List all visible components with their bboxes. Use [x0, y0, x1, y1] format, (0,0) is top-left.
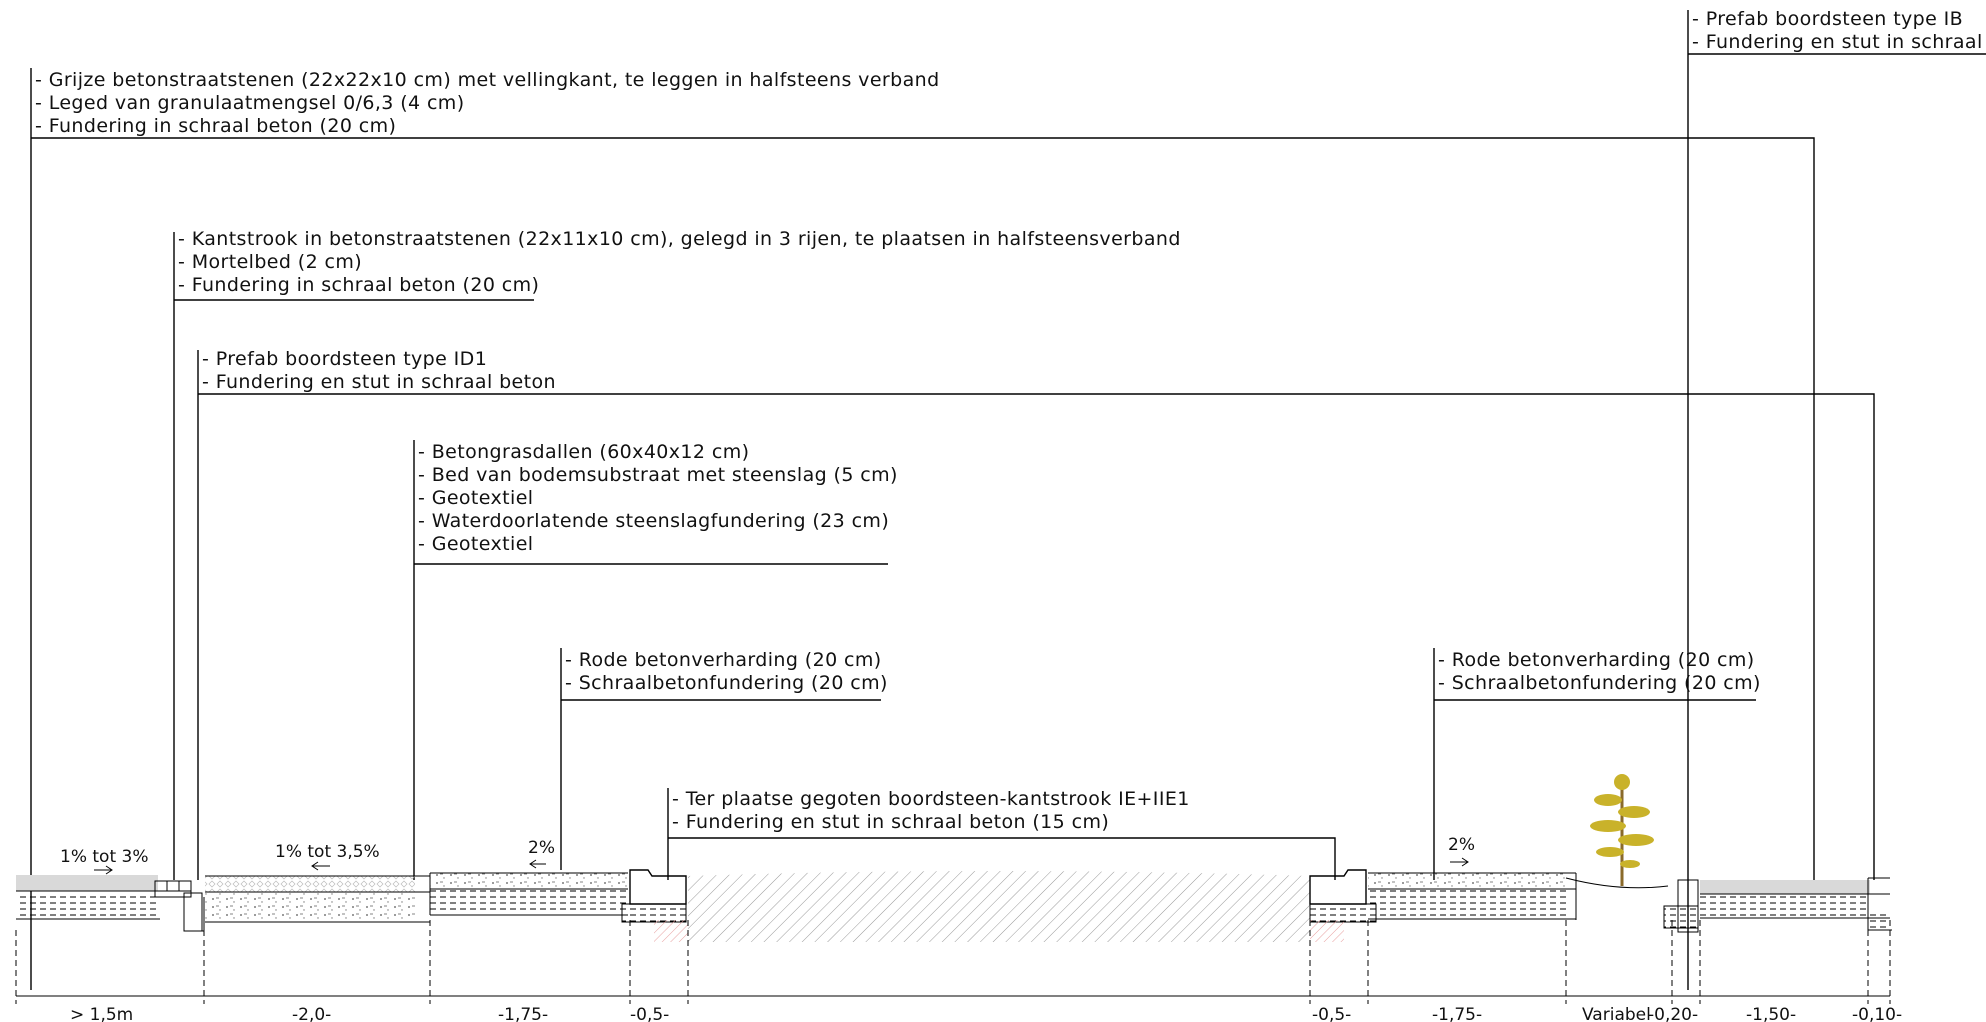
annotation-line: - Rode betonverharding (20 cm)	[1438, 649, 1755, 671]
slope-label: 1% tot 3,5%	[275, 842, 380, 862]
slope-arrow-icon	[1450, 857, 1469, 867]
dimension-label: -1,50-	[1746, 1005, 1796, 1022]
annotation-line: - Schraalbetonfundering (20 cm)	[565, 672, 888, 694]
slope-label: 1% tot 3%	[60, 847, 148, 867]
slope-bike-left: 2%	[528, 838, 555, 869]
dimension-label: -1,75-	[1432, 1005, 1482, 1022]
annotation-line: - Prefab boordsteen type ID1	[202, 348, 487, 370]
annotation-line: - Bed van bodemsubstraat met steenslag (…	[418, 464, 898, 486]
annotation-line: - Fundering in schraal beton (20 cm)	[178, 274, 539, 296]
cross-section-profile	[16, 774, 1892, 942]
dimension-label: Variabel	[1582, 1005, 1651, 1022]
cast-curb-left-foundation	[621, 903, 687, 923]
red-hatch-left	[654, 920, 688, 942]
grass-pavers-foundation	[205, 892, 415, 922]
annotation-line: - Geotextiel	[418, 533, 533, 555]
annotation-line: - Mortelbed (2 cm)	[178, 251, 362, 273]
annotation-top-right-curb: - Prefab boordsteen type IB - Fundering …	[1692, 8, 1983, 53]
slope-arrow-icon	[529, 859, 546, 869]
sidewalk-surface	[16, 875, 158, 891]
red-concrete-left-foundation	[430, 889, 628, 915]
annotation-line: - Fundering en stut in schraal beton (15…	[672, 811, 1109, 833]
annotation-line: - Geotextiel	[418, 487, 533, 509]
cast-curb-right	[1309, 869, 1367, 905]
annotation-line: - Ter plaatse gegoten boordsteen-kantstr…	[672, 788, 1190, 810]
annotation-line: - Kantstrook in betonstraatstenen (22x11…	[178, 228, 1181, 250]
cast-curb-right-foundation	[1309, 903, 1377, 923]
annotation-line: - Fundering in schraal beton (20 cm)	[35, 115, 396, 137]
annotation-line: - Prefab boordsteen type IB	[1692, 8, 1963, 30]
grass-pavers-surface	[205, 876, 415, 892]
annotation-line: - Fundering en stut in schraal	[1692, 31, 1983, 53]
annotation-line: - Waterdoorlatende steenslagfundering (2…	[418, 510, 889, 532]
annotation-line: - Rode betonverharding (20 cm)	[565, 649, 882, 671]
sidewalk-foundation	[16, 891, 158, 919]
tree-icon	[1590, 774, 1654, 886]
end-curb-foundation	[1868, 910, 1890, 930]
annotation-line: - Grijze betonstraatstenen (22x22x10 cm)…	[35, 69, 940, 91]
slope-parking: 1% tot 3,5%	[275, 842, 380, 871]
curb-ib-foundation	[1663, 905, 1699, 929]
curb-id1	[183, 892, 203, 932]
edge-strip-blocks	[154, 880, 192, 898]
verge-line	[1565, 877, 1669, 889]
dimension-label: -2,0-	[292, 1005, 331, 1022]
slope-sidewalk: 1% tot 3%	[60, 847, 148, 875]
annotation-red-concrete-left: - Rode betonverharding (20 cm) - Schraal…	[565, 649, 888, 694]
slope-bike-right: 2%	[1448, 835, 1475, 867]
right-sidewalk-foundation	[1700, 894, 1870, 918]
annotation-line: - Schraalbetonfundering (20 cm)	[1438, 672, 1761, 694]
dimension-label: -0,5-	[1312, 1005, 1351, 1022]
slope-arrow-icon	[94, 865, 113, 875]
slope-arrow-icon	[311, 861, 330, 871]
slope-label: 2%	[1448, 835, 1475, 855]
annotation-curb-id1: - Prefab boordsteen type ID1 - Fundering…	[202, 348, 556, 393]
slope-label: 2%	[528, 838, 555, 858]
right-sidewalk-surface	[1700, 880, 1870, 894]
annotation-cast-curb: - Ter plaatse gegoten boordsteen-kantstr…	[672, 788, 1190, 833]
red-concrete-right-foundation	[1368, 889, 1566, 919]
annotation-sidewalk: - Grijze betonstraatstenen (22x22x10 cm)…	[35, 69, 940, 137]
red-hatch-right	[1310, 920, 1344, 942]
annotation-line: - Betongrasdallen (60x40x12 cm)	[418, 441, 749, 463]
annotation-edge-strip: - Kantstrook in betonstraatstenen (22x11…	[178, 228, 1181, 296]
cast-curb-left	[629, 869, 687, 905]
dimension-label: -1,75-	[498, 1005, 548, 1022]
dimension-label: > 1,5m	[70, 1005, 133, 1022]
dimension-label: -0,5-	[630, 1005, 669, 1022]
annotation-line: - Fundering en stut in schraal beton	[202, 371, 556, 393]
red-concrete-left-surface	[430, 873, 628, 889]
dimension-label: -0,20-	[1648, 1005, 1698, 1022]
road-hatch	[688, 871, 1310, 942]
annotation-grass-pavers: - Betongrasdallen (60x40x12 cm) - Bed va…	[418, 441, 898, 555]
annotation-line: - Leged van granulaatmengsel 0/6,3 (4 cm…	[35, 92, 465, 114]
annotation-red-concrete-right: - Rode betonverharding (20 cm) - Schraal…	[1438, 649, 1761, 694]
dimension-label: -0,10-	[1852, 1005, 1902, 1022]
dimension-line: > 1,5m -2,0- -1,75- -0,5- -0,5- -1,75- V…	[15, 920, 1902, 1022]
red-concrete-right-surface	[1368, 873, 1566, 889]
leader-lines	[30, 10, 1986, 990]
